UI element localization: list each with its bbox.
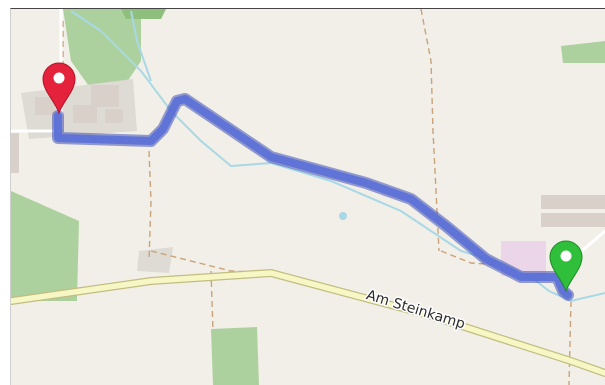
- building-group-west: [11, 85, 123, 173]
- map-viewport[interactable]: Am Steinkamp: [10, 8, 605, 385]
- forest-area-top: [121, 9, 166, 19]
- farm-yard-small: [137, 247, 173, 273]
- forest-area-west: [11, 191, 79, 301]
- forest-area-east: [561, 41, 605, 63]
- road-am-steinkamp: [11, 270, 605, 376]
- forest-area-north: [63, 9, 141, 96]
- forest-area-south: [211, 327, 259, 385]
- map-pin-red-icon[interactable]: [42, 62, 76, 115]
- route-line[interactable]: [54, 95, 572, 299]
- map-pin-green-icon[interactable]: [549, 240, 583, 293]
- pond: [339, 212, 347, 220]
- streams: [70, 10, 605, 303]
- building-group-east: [541, 195, 605, 227]
